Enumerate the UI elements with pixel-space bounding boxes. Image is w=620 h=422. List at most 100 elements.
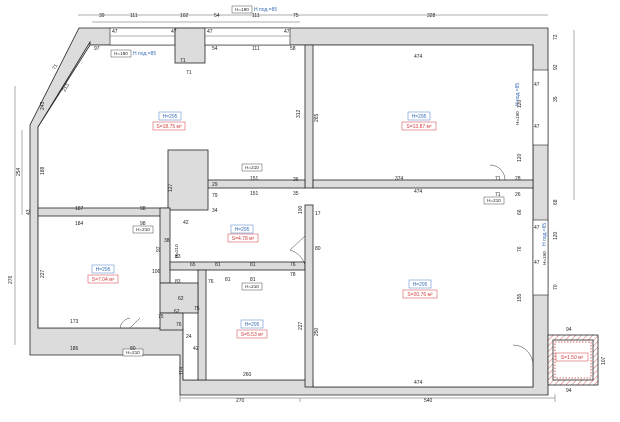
interior-walls: [37, 44, 534, 388]
room-label-kitchen: H=295 S=7.04 м²: [87, 264, 119, 284]
svg-text:29: 29: [212, 182, 218, 188]
svg-text:28: 28: [515, 176, 521, 182]
svg-text:151: 151: [250, 176, 259, 182]
svg-text:83: 83: [175, 254, 181, 260]
svg-text:75: 75: [194, 306, 200, 312]
svg-text:81: 81: [250, 277, 256, 283]
svg-text:H=210: H=210: [245, 165, 259, 170]
dimension-numbers: 39 111 102 54 111 75 328 47 47 47 47 97 …: [8, 13, 607, 404]
svg-text:474: 474: [414, 189, 423, 195]
svg-text:H=295: H=295: [96, 267, 111, 273]
svg-text:76: 76: [290, 262, 296, 268]
svg-text:S=7.04 м²: S=7.04 м²: [92, 277, 115, 283]
svg-text:184: 184: [75, 221, 84, 227]
svg-text:155: 155: [517, 293, 523, 302]
svg-text:120: 120: [553, 231, 559, 240]
svg-text:35: 35: [293, 191, 299, 197]
svg-text:42: 42: [193, 346, 199, 352]
svg-text:17: 17: [315, 211, 321, 217]
doors: [119, 164, 534, 366]
svg-text:70: 70: [553, 284, 559, 290]
svg-text:98: 98: [140, 206, 146, 212]
svg-text:92: 92: [553, 64, 559, 70]
svg-text:47: 47: [171, 29, 177, 35]
svg-text:H под.=85: H под.=85: [254, 7, 277, 13]
svg-text:H=190: H=190: [542, 251, 547, 265]
svg-text:54: 54: [214, 13, 220, 19]
svg-text:474: 474: [414, 54, 423, 60]
svg-text:76: 76: [517, 246, 523, 252]
svg-text:54: 54: [212, 46, 218, 52]
svg-text:111: 111: [252, 46, 260, 52]
svg-text:75: 75: [158, 314, 164, 320]
svg-text:H=210: H=210: [136, 227, 150, 232]
svg-text:260: 260: [243, 372, 252, 378]
svg-text:H=210: H=210: [487, 198, 501, 203]
room-label-large-room: H=295 S=20.76 м²: [402, 279, 438, 299]
svg-text:243: 243: [40, 101, 46, 110]
svg-text:H=190: H=190: [235, 7, 249, 12]
svg-text:H=190: H=190: [515, 111, 520, 125]
svg-text:43: 43: [26, 209, 32, 215]
window-label-top-1: H=190 H под.=85: [110, 49, 156, 58]
opening-labels: H=210 H=210 H=210 H=210 H=210 H=210: [122, 163, 505, 357]
svg-text:39: 39: [99, 13, 105, 19]
svg-text:213: 213: [62, 83, 71, 93]
svg-text:78: 78: [290, 272, 296, 278]
svg-text:94: 94: [566, 327, 572, 333]
svg-text:94: 94: [566, 388, 572, 394]
svg-text:173: 173: [70, 319, 79, 325]
svg-text:312: 312: [296, 109, 302, 118]
svg-text:H=190: H=190: [114, 51, 128, 56]
svg-text:H=295: H=295: [235, 227, 250, 233]
svg-text:S=1.50 м²: S=1.50 м²: [561, 355, 584, 361]
svg-text:68: 68: [553, 199, 559, 205]
svg-text:71: 71: [52, 63, 60, 71]
svg-text:75: 75: [293, 13, 299, 19]
svg-text:72: 72: [553, 34, 559, 40]
svg-text:71: 71: [495, 176, 501, 182]
svg-text:S=5.53 м²: S=5.53 м²: [241, 332, 264, 338]
svg-text:H=210: H=210: [245, 284, 259, 289]
svg-text:254: 254: [16, 167, 22, 176]
room-label-balcony: S=1.50 м²: [555, 352, 589, 362]
svg-text:187: 187: [75, 206, 84, 212]
svg-text:71: 71: [495, 192, 501, 198]
room-label-bedroom: H=295 S=13.87 м²: [401, 111, 437, 131]
window-label-right-2: H=190 H под.=85: [542, 223, 548, 265]
svg-text:47: 47: [534, 124, 540, 130]
svg-text:127: 127: [168, 183, 174, 192]
svg-text:S=18.75 м²: S=18.75 м²: [156, 124, 182, 130]
svg-text:111: 111: [130, 13, 138, 19]
svg-text:276: 276: [8, 275, 14, 284]
svg-text:65: 65: [190, 262, 196, 268]
svg-text:47: 47: [207, 29, 213, 35]
svg-text:374: 374: [395, 176, 404, 182]
svg-text:36: 36: [293, 177, 299, 183]
svg-text:47: 47: [284, 29, 290, 35]
svg-text:24: 24: [186, 334, 192, 340]
svg-text:H под.=85: H под.=85: [133, 51, 156, 57]
svg-text:97: 97: [94, 46, 100, 52]
svg-text:100: 100: [298, 205, 304, 214]
svg-text:107: 107: [601, 356, 607, 365]
svg-text:47: 47: [534, 260, 540, 266]
svg-text:227: 227: [40, 269, 46, 278]
svg-text:H=295: H=295: [245, 322, 260, 328]
svg-text:26: 26: [515, 192, 521, 198]
svg-text:S=4.78 м²: S=4.78 м²: [232, 236, 255, 242]
svg-text:71: 71: [186, 70, 192, 76]
svg-text:81: 81: [215, 262, 221, 268]
svg-text:102: 102: [180, 13, 189, 19]
svg-text:250: 250: [314, 327, 320, 336]
svg-text:76: 76: [208, 279, 214, 285]
svg-text:66: 66: [517, 209, 523, 215]
svg-text:106: 106: [152, 269, 161, 275]
svg-text:47: 47: [534, 225, 540, 231]
svg-text:38: 38: [164, 238, 170, 244]
svg-text:328: 328: [427, 13, 436, 19]
svg-text:474: 474: [414, 380, 423, 386]
svg-text:97: 97: [156, 246, 162, 252]
svg-text:79: 79: [212, 193, 218, 199]
